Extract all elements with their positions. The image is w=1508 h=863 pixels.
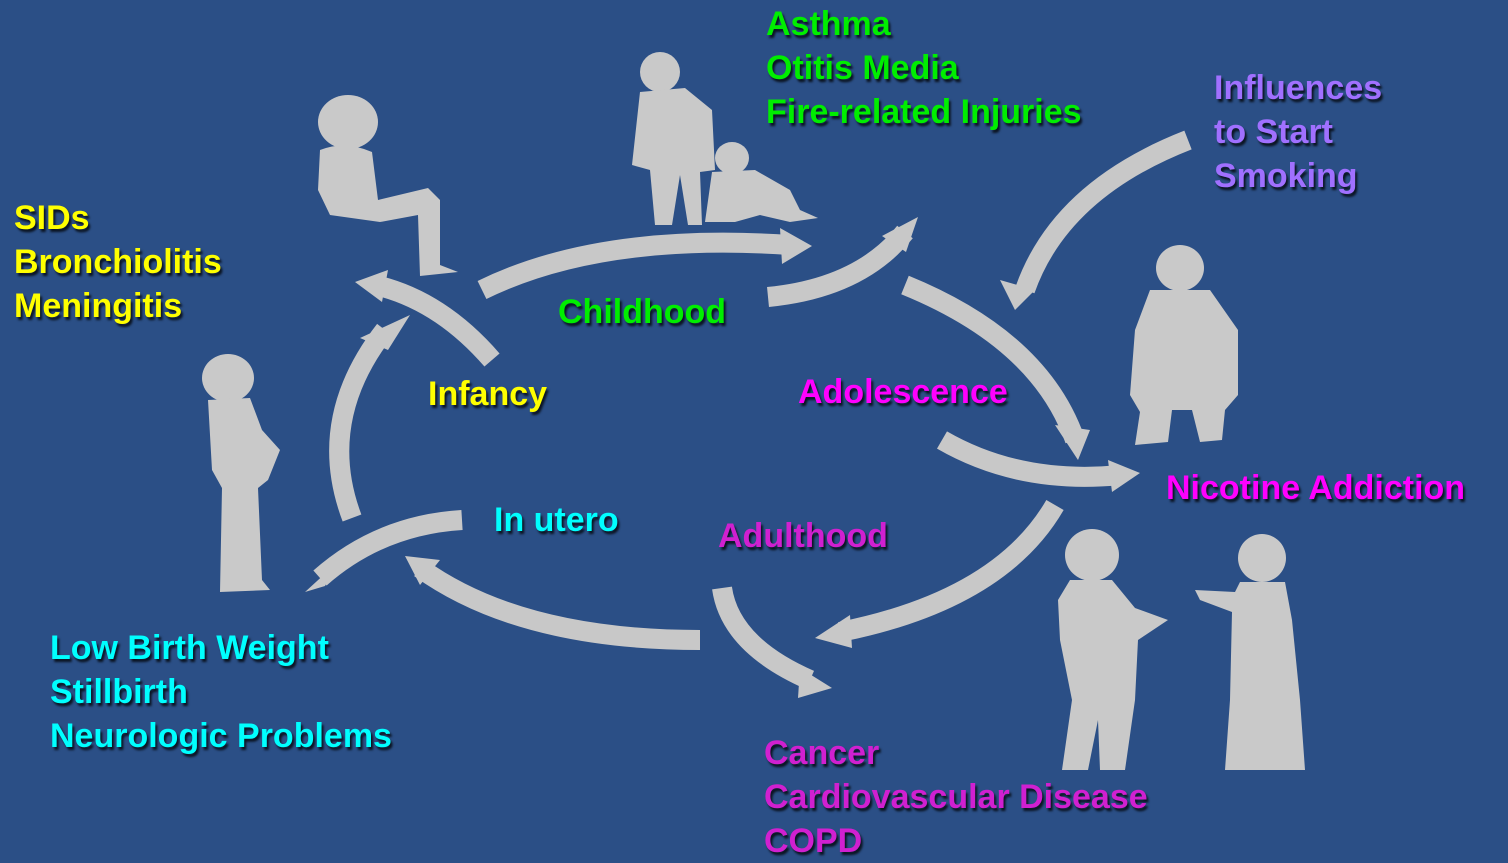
- stage-in-utero: In utero: [494, 501, 619, 539]
- stage-childhood: Childhood: [558, 293, 727, 331]
- influences-label: Influences to Start Smoking: [1214, 66, 1382, 198]
- influences-line-3: Smoking: [1214, 157, 1358, 195]
- outcome-fire-injuries: Fire-related Injuries: [766, 93, 1082, 131]
- stage-adolescence: Adolescence: [798, 373, 1008, 411]
- outcome-bronchiolitis: Bronchiolitis: [14, 243, 222, 281]
- two-adults-smoking-icon: [1058, 529, 1305, 770]
- in-utero-outcomes: Low Birth Weight Stillbirth Neurologic P…: [50, 626, 392, 758]
- influences-line-2: to Start: [1214, 113, 1333, 151]
- outcome-otitis-media: Otitis Media: [766, 49, 959, 87]
- outcome-stillbirth: Stillbirth: [50, 673, 188, 711]
- infancy-outcomes: SIDs Bronchiolitis Meningitis: [14, 196, 222, 328]
- outcome-cardiovascular-disease: Cardiovascular Disease: [764, 778, 1148, 816]
- adulthood-outcomes: Cancer Cardiovascular Disease COPD: [764, 731, 1148, 863]
- outcome-meningitis: Meningitis: [14, 287, 183, 325]
- influences-line-1: Influences: [1214, 69, 1383, 107]
- adult-with-child-icon: [632, 52, 818, 225]
- teenager-icon: [1130, 245, 1238, 445]
- stage-adulthood: Adulthood: [718, 517, 888, 555]
- outcome-low-birth-weight: Low Birth Weight: [50, 629, 329, 667]
- outcome-neurologic-problems: Neurologic Problems: [50, 717, 392, 755]
- outcome-nicotine-addiction: Nicotine Addiction: [1166, 469, 1466, 507]
- outcome-sids: SIDs: [14, 199, 90, 237]
- stage-infancy: Infancy: [428, 375, 548, 413]
- pregnant-woman-icon: [202, 354, 280, 592]
- outcome-copd: COPD: [764, 822, 863, 860]
- outcome-cancer: Cancer: [764, 734, 880, 772]
- cycle-arrows: [305, 130, 1192, 698]
- childhood-outcomes: Asthma Otitis Media Fire-related Injurie…: [766, 2, 1082, 134]
- adolescence-outcomes: Nicotine Addiction: [1166, 466, 1465, 510]
- outcome-asthma: Asthma: [766, 5, 891, 43]
- seated-adult-icon: [318, 95, 458, 276]
